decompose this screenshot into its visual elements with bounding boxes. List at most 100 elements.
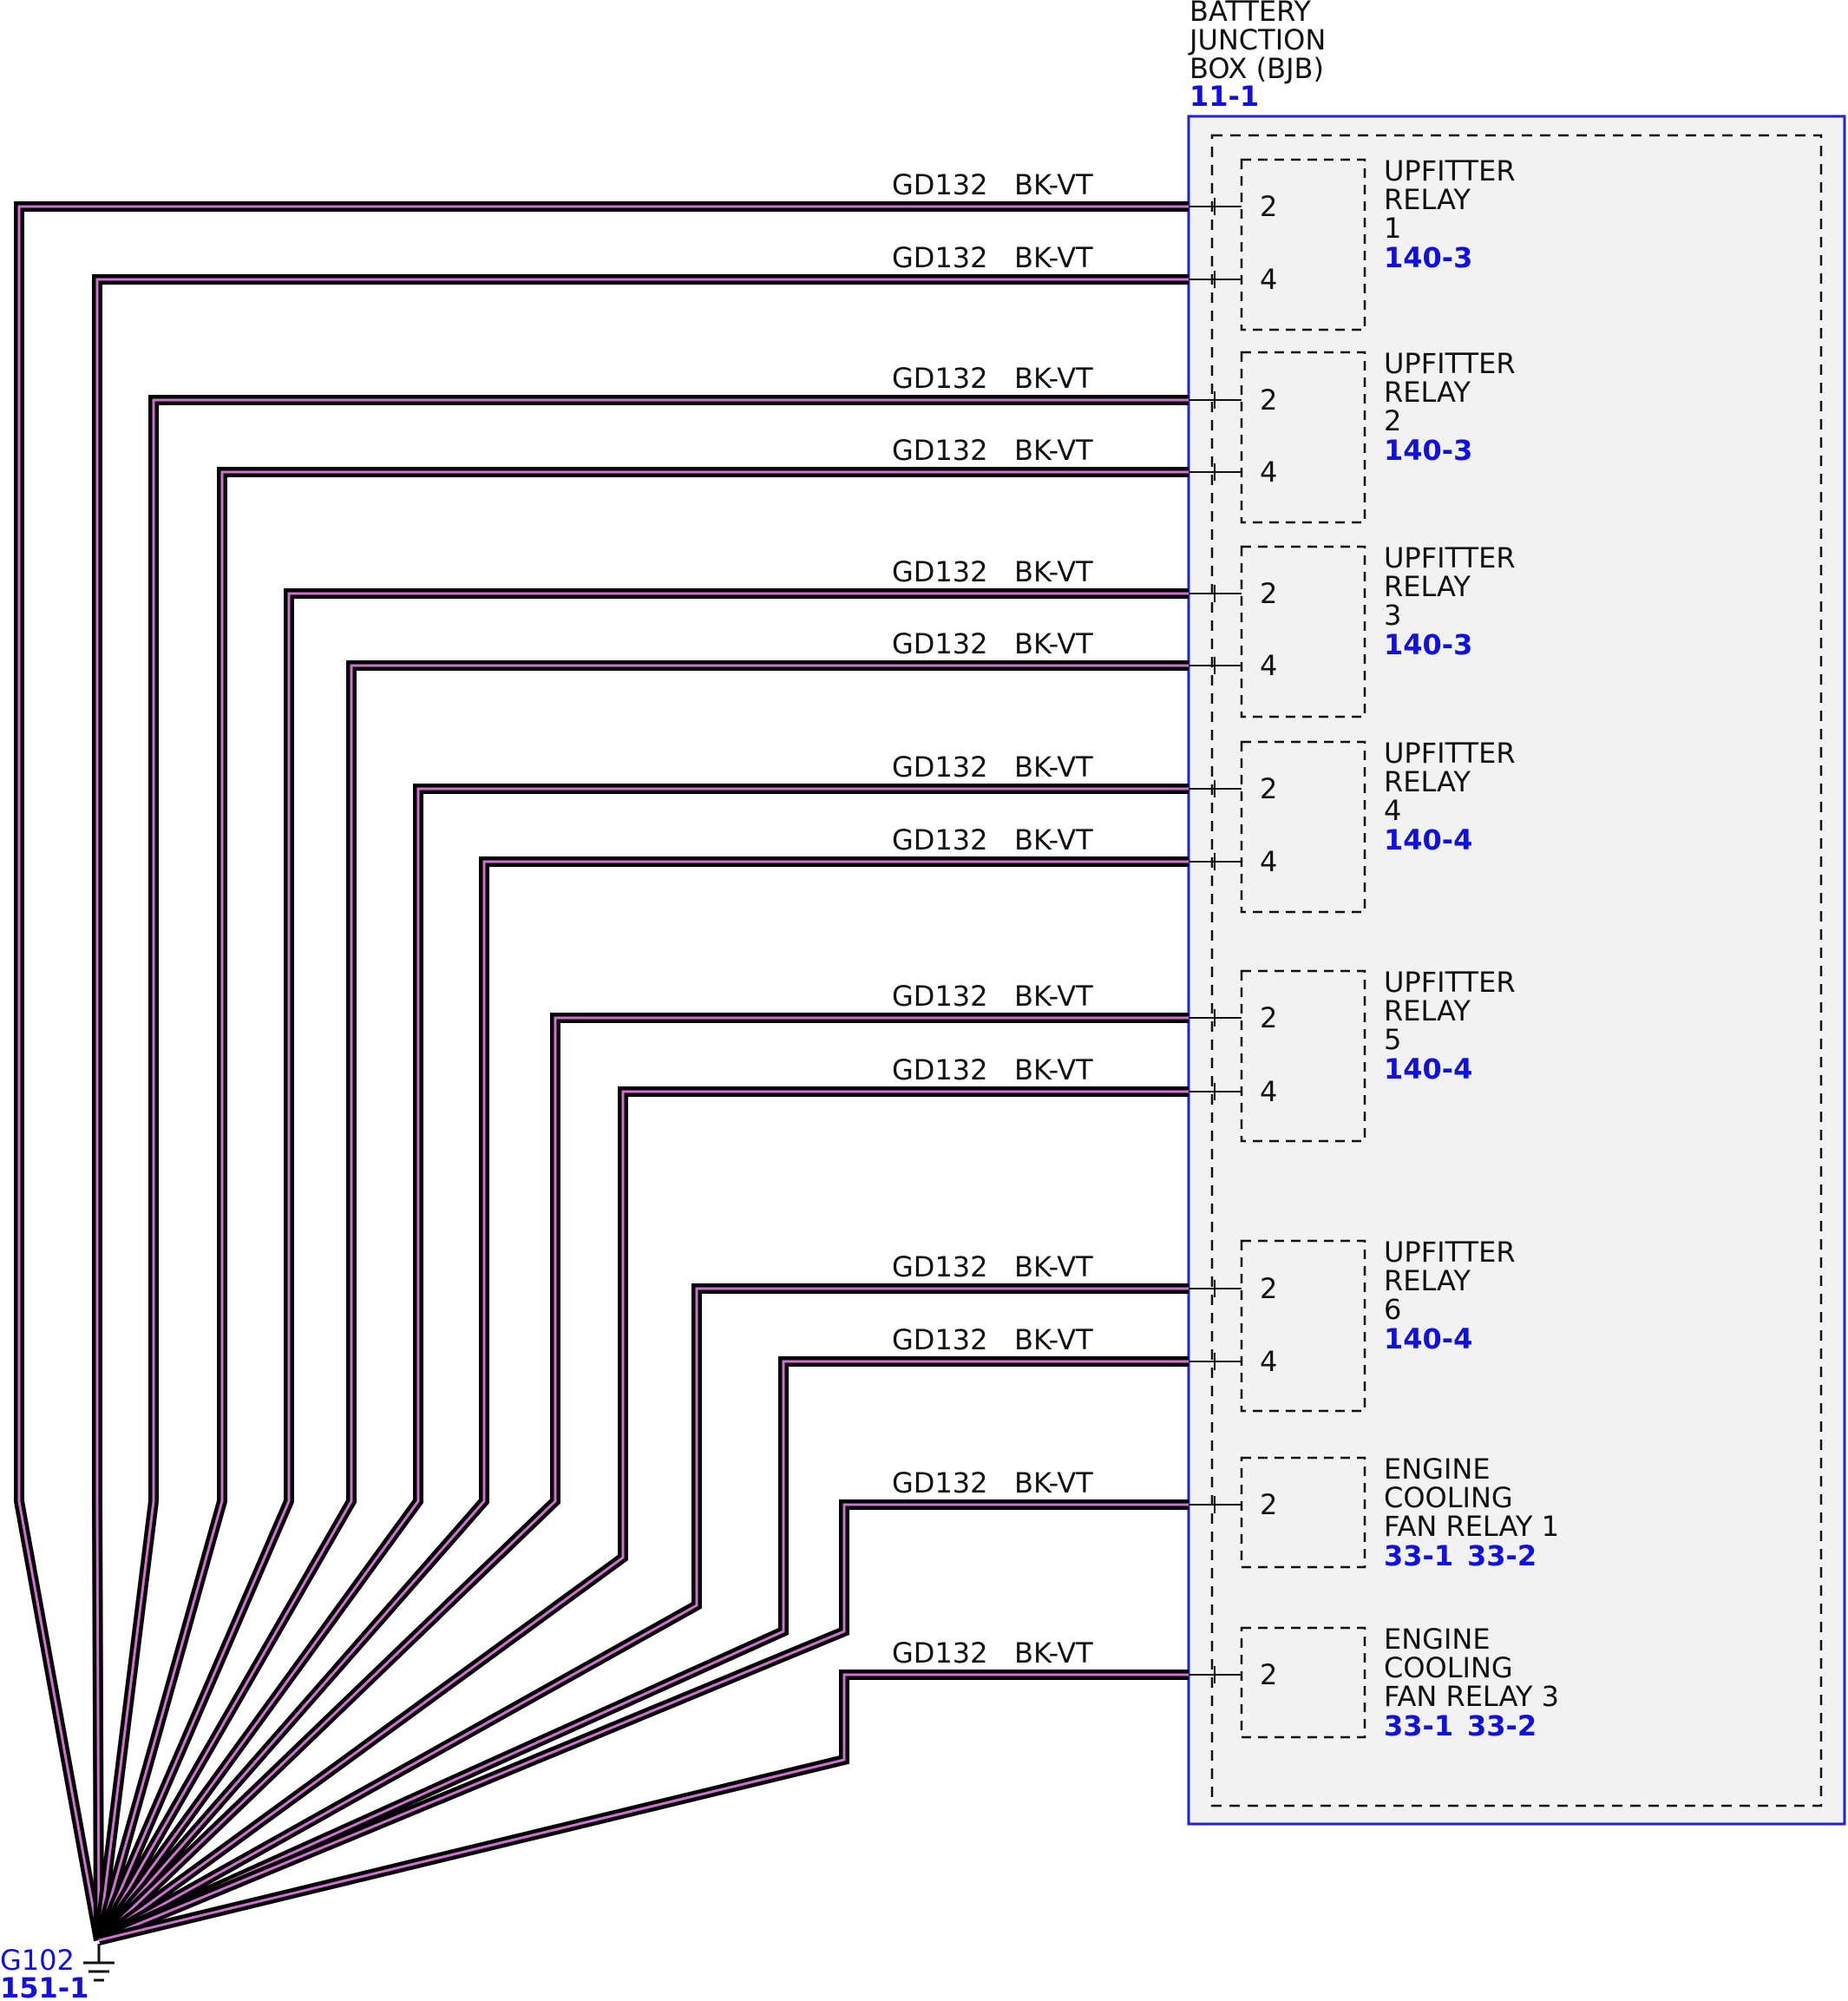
wire-labels: GD132 BK-VT GD132 BK-VT GD132 BK-VT GD132 B…: [892, 168, 1093, 1670]
relay-label-line: 6: [1384, 1293, 1401, 1326]
relay-label-line: 3: [1384, 599, 1401, 632]
bjb-title-line-1: BATTERY: [1189, 0, 1311, 28]
relay-label-line: RELAY: [1384, 376, 1471, 409]
relay-components: 24UPFITTERRELAY1140-324UPFITTERRELAY2140…: [1189, 154, 1559, 1742]
wire-label: GD132 BK-VT: [892, 362, 1093, 395]
relay-label-line: 4: [1384, 794, 1401, 827]
wire-label: GD132 BK-VT: [892, 751, 1093, 784]
relay-label-line: RELAY: [1384, 183, 1471, 216]
pin-number: 4: [1260, 1345, 1277, 1378]
ground-wire-stripe: [98, 1503, 1189, 1942]
wire-label: GD132 BK-VT: [892, 980, 1093, 1013]
pin-number: 4: [1260, 1075, 1277, 1108]
relay-ref-link[interactable]: 140-3: [1384, 434, 1472, 467]
relay-label-line: FAN RELAY 1: [1384, 1510, 1559, 1543]
wire-label: GD132 BK-VT: [892, 1053, 1093, 1086]
relay-ref-link[interactable]: 140-3: [1384, 241, 1472, 274]
relay-ref-link[interactable]: 140-4: [1384, 1053, 1472, 1086]
pin-number: 4: [1260, 649, 1277, 682]
pin-number: 2: [1260, 190, 1277, 223]
bjb-title-line-3: BOX (BJB): [1189, 52, 1324, 85]
ground-wires: [14, 201, 1189, 1945]
relay-outline: [1240, 545, 1366, 718]
wire-label: GD132 BK-VT: [892, 1323, 1093, 1356]
relay-label-line: RELAY: [1384, 1264, 1471, 1297]
pin-number: 2: [1260, 1658, 1277, 1691]
relay-ref-link[interactable]: 33-1: [1384, 1709, 1453, 1742]
pin-number: 4: [1260, 845, 1277, 878]
relay-label-line: UPFITTER: [1384, 154, 1516, 187]
relay-label-line: RELAY: [1384, 994, 1471, 1027]
relay-outline: [1240, 351, 1366, 524]
relay-label-line: UPFITTER: [1384, 966, 1516, 999]
bjb-inner-outline: [1210, 134, 1823, 1807]
relay-outline: [1240, 740, 1366, 914]
pin-number: 2: [1260, 772, 1277, 805]
relay-label-line: UPFITTER: [1384, 347, 1516, 380]
pin-number: 4: [1260, 456, 1277, 489]
relay-label-line: FAN RELAY 3: [1384, 1680, 1559, 1713]
relay-label-line: UPFITTER: [1384, 541, 1516, 574]
ground-wire: [96, 1283, 1189, 1945]
ground-ref-link[interactable]: 151-1: [0, 1971, 88, 2001]
relay-outline: [1240, 969, 1366, 1143]
relay-ref-link[interactable]: 140-4: [1384, 1322, 1472, 1355]
ground-symbol-icon: [83, 1944, 115, 1982]
relay-ref-link[interactable]: 33-1: [1384, 1539, 1453, 1572]
pin-number: 2: [1260, 577, 1277, 610]
ground-wire-stripe: [95, 278, 1189, 1941]
relay-ref-link[interactable]: 33-2: [1467, 1539, 1537, 1572]
bjb-title-line-2: JUNCTION: [1188, 23, 1326, 56]
relay-ref-link[interactable]: 140-3: [1384, 628, 1472, 661]
ground-wire-stripe: [97, 470, 1189, 1941]
ground-wire-stripe: [98, 1360, 1189, 1942]
wire-label: GD132 BK-VT: [892, 627, 1093, 660]
relay-label-line: RELAY: [1384, 765, 1471, 798]
pin-number: 2: [1260, 1272, 1277, 1305]
ground-wire-stripe: [17, 205, 1189, 1941]
wire-label: GD132 BK-VT: [892, 823, 1093, 856]
pin-number: 2: [1260, 1488, 1277, 1521]
ground-name: G102: [0, 1944, 75, 1977]
relay-label-line: COOLING: [1384, 1651, 1513, 1684]
ground-wire-stripe: [97, 592, 1189, 1941]
relay-outline: [1240, 1239, 1366, 1413]
wire-label: GD132 BK-VT: [892, 434, 1093, 467]
ground-wire-stripe: [97, 398, 1189, 1941]
relay-label-line: ENGINE: [1384, 1453, 1491, 1486]
ground-wire-stripe: [97, 1016, 1189, 1942]
ground-wire-stripe: [97, 860, 1189, 1941]
relay-label-line: UPFITTER: [1384, 737, 1516, 770]
wire-label: GD132 BK-VT: [892, 241, 1093, 274]
relay-label-line: 5: [1384, 1023, 1401, 1056]
relay-outline: [1240, 158, 1366, 331]
ground-wire-stripe: [98, 1287, 1189, 1942]
pin-number: 4: [1260, 263, 1277, 296]
bjb-ref-link[interactable]: 11-1: [1189, 80, 1259, 113]
relay-label-line: 1: [1384, 212, 1401, 245]
wire-label: GD132 BK-VT: [892, 168, 1093, 201]
relay-label-line: UPFITTER: [1384, 1236, 1516, 1269]
ground-wire-stripe: [98, 1673, 1189, 1942]
wire-label: GD132 BK-VT: [892, 1466, 1093, 1499]
wire-label: GD132 BK-VT: [892, 1250, 1093, 1283]
ground-wire-stripe: [98, 1090, 1189, 1942]
relay-label-line: COOLING: [1384, 1481, 1513, 1514]
wire-label: GD132 BK-VT: [892, 1637, 1093, 1670]
pin-number: 2: [1260, 384, 1277, 417]
relay-ref-link[interactable]: 140-4: [1384, 823, 1472, 856]
pin-number: 2: [1260, 1001, 1277, 1034]
relay-label-line: RELAY: [1384, 570, 1471, 603]
relay-ref-link[interactable]: 33-2: [1467, 1709, 1537, 1742]
relay-label-line: ENGINE: [1384, 1623, 1491, 1656]
ground-wire-stripe: [97, 787, 1189, 1941]
